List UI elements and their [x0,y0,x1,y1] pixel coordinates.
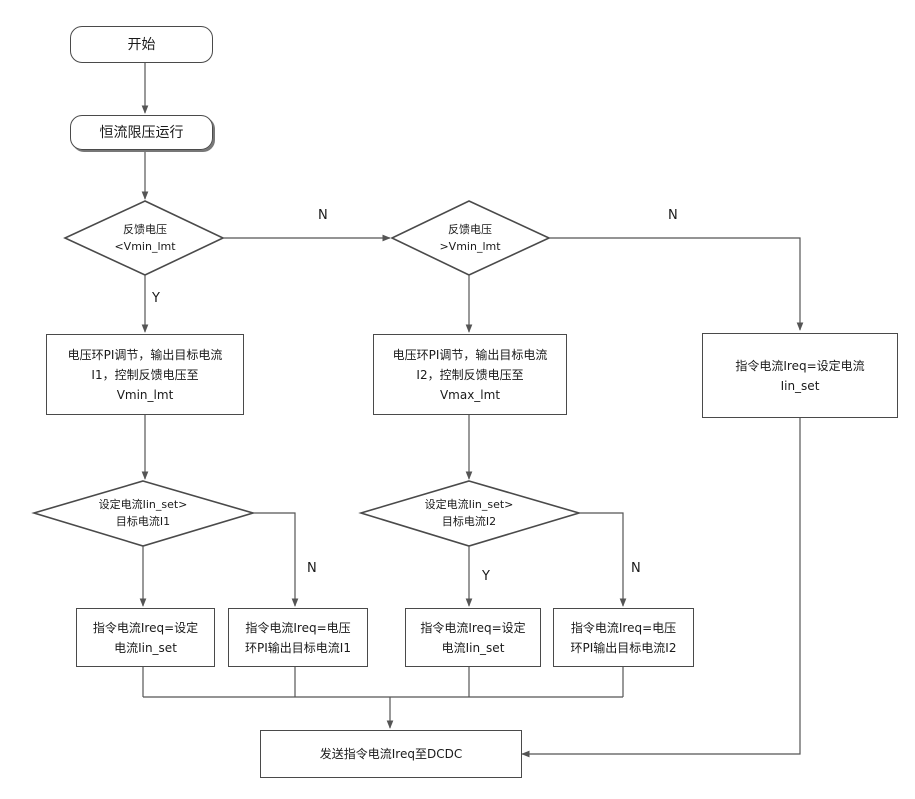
decision3-text: 设定电流Iin_set> 目标电流I1 [68,493,218,533]
left-action-line1: 电压环PI调节，输出目标电流 [68,345,223,365]
label-decision1-no: N [318,209,328,223]
edge-decision2-no [549,238,800,330]
box-b: 指令电流Ireq=电压 环PI输出目标电流I1 [228,608,368,667]
start-node: 开始 [70,26,213,63]
edge-decision4-no [579,513,623,606]
decision4-line1: 设定电流Iin_set> [425,496,514,513]
decision1-line2: <Vmin_lmt [114,238,175,255]
label-decision4-yes: Y [482,570,490,584]
box-d: 指令电流Ireq=电压 环PI输出目标电流I2 [553,608,694,667]
mid-action-box: 电压环PI调节，输出目标电流 I2，控制反馈电压至 Vmax_lmt [373,334,567,415]
decision3-line2: 目标电流I1 [116,513,170,530]
decision1-text: 反馈电压 <Vmin_lmt [85,218,205,258]
box-a: 指令电流Ireq=设定 电流Iin_set [76,608,215,667]
decision2-text: 反馈电压 >Vmin_lmt [410,218,530,258]
box-d-line2: 环PI输出目标电流I2 [571,638,677,658]
mid-action-line2: I2，控制反馈电压至 [416,365,523,385]
decision2-line2: >Vmin_lmt [439,238,500,255]
edge-decision3-no [253,513,295,606]
constant-current-process: 恒流限压运行 [70,115,213,150]
decision3-line1: 设定电流Iin_set> [99,496,188,513]
mid-action-line3: Vmax_lmt [440,385,500,405]
box-b-line2: 环PI输出目标电流I1 [245,638,351,658]
box-a-line1: 指令电流Ireq=设定 [93,618,198,638]
box-c-line1: 指令电流Ireq=设定 [420,618,525,638]
right-action-line2: Iin_set [781,376,820,396]
left-action-line2: I1，控制反馈电压至 [91,365,198,385]
left-action-box: 电压环PI调节，输出目标电流 I1，控制反馈电压至 Vmin_lmt [46,334,244,415]
final-box: 发送指令电流Ireq至DCDC [260,730,522,778]
decision4-line2: 目标电流I2 [442,513,496,530]
box-a-line2: 电流Iin_set [114,638,177,658]
label-decision3-no: N [307,562,317,576]
right-action-line1: 指令电流Ireq=设定电流 [735,356,864,376]
box-c: 指令电流Ireq=设定 电流Iin_set [405,608,541,667]
right-action-box: 指令电流Ireq=设定电流 Iin_set [702,333,898,418]
box-c-line2: 电流Iin_set [442,638,505,658]
label-decision4-no: N [631,562,641,576]
decision4-text: 设定电流Iin_set> 目标电流I2 [394,493,544,533]
box-b-line1: 指令电流Ireq=电压 [245,618,350,638]
label-decision1-yes: Y [152,292,160,306]
decision2-line1: 反馈电压 [448,221,492,238]
edge-right-to-final [522,418,800,754]
left-action-line3: Vmin_lmt [117,385,174,405]
mid-action-line1: 电压环PI调节，输出目标电流 [393,345,548,365]
box-d-line1: 指令电流Ireq=电压 [571,618,676,638]
decision1-line1: 反馈电压 [123,221,167,238]
label-decision2-no: N [668,209,678,223]
